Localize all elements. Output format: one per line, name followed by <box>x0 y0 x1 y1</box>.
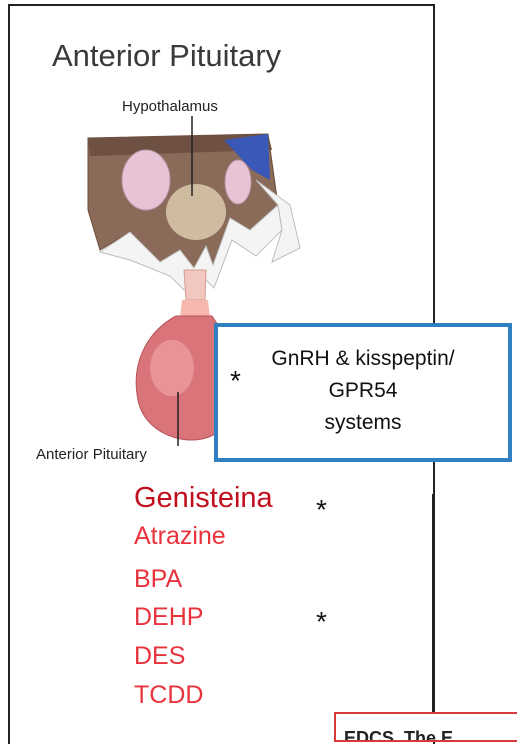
callout-box: GnRH & kisspeptin/ GPR54 systems <box>214 323 512 462</box>
dehp-star: * <box>316 606 327 638</box>
footer-box: EDCS. The E <box>334 712 517 742</box>
connector-line <box>432 494 434 739</box>
anterior-pituitary-label: Anterior Pituitary <box>36 446 147 463</box>
chemical-tcdd: TCDD <box>134 681 203 710</box>
callout-star: * <box>230 365 241 397</box>
hypothalamus-label: Hypothalamus <box>122 98 218 115</box>
chemical-des: DES <box>134 642 185 671</box>
chemical-bpa: BPA <box>134 565 182 594</box>
genisteina-star: * <box>316 494 327 526</box>
chemical-atrazine: Atrazine <box>134 522 226 551</box>
footer-text: EDCS. The E <box>344 728 453 742</box>
callout-line-3: systems <box>218 407 508 439</box>
chemical-genisteina: Genisteina <box>134 482 273 515</box>
hypothalamus-tissue <box>88 134 300 290</box>
chemical-dehp: DEHP <box>134 603 203 632</box>
callout-line-1: GnRH & kisspeptin/ <box>218 343 508 375</box>
callout-line-2: GPR54 <box>218 375 508 407</box>
